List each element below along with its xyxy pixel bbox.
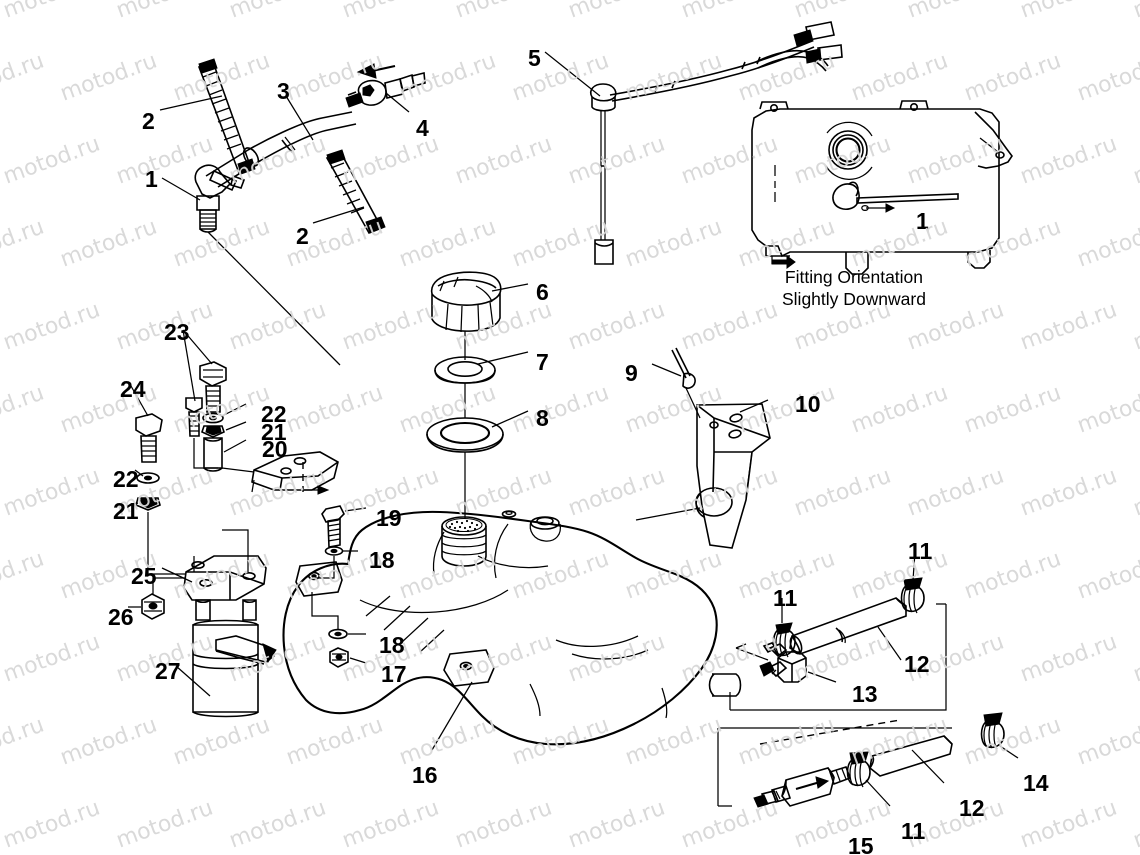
callout-fuel-pump-inline: 15 xyxy=(848,833,874,855)
part-tank-bracket-rear xyxy=(221,451,339,495)
callout-hose-clamp-lower: 11 xyxy=(901,818,926,844)
inset-note-line1: Fitting Orientation xyxy=(784,267,924,287)
callout-pump-mount-plate: 25 xyxy=(131,563,157,589)
callout-fuel-hose: 3 xyxy=(277,78,290,104)
callout-fuel-hose-right: 12 xyxy=(904,651,930,677)
part-pump-mount-plate xyxy=(161,529,267,621)
callout-fuel-level-sender: 5 xyxy=(528,45,541,71)
callout-fuel-valve-fitting: 4 xyxy=(416,115,429,141)
part-group-tank-fasteners xyxy=(311,505,367,668)
part-group-bolt-stack-center xyxy=(130,329,247,575)
callout-fuel-tank: 16 xyxy=(412,762,438,788)
callout-flat-washer-a: 22 xyxy=(261,401,287,427)
callout-fuel-hose-lower: 12 xyxy=(959,795,985,821)
part-screw-9 xyxy=(651,347,701,419)
callout-hose-clamp-left: 11 xyxy=(773,585,798,611)
callout-flat-washer-b: 22 xyxy=(113,466,139,492)
callout-lock-washer-b: 21 xyxy=(113,498,139,524)
callout-cap-gasket: 7 xyxy=(536,349,549,375)
callout-mounting-bracket: 10 xyxy=(795,391,821,417)
callout-fuel-pump: 27 xyxy=(155,658,181,684)
part-fuel-level-sender xyxy=(544,21,843,265)
callout-hose-clamp-strap-upper: 2 xyxy=(142,108,155,134)
inset-note-line2: Slightly Downward xyxy=(782,289,926,310)
tank-filler-neck xyxy=(441,516,487,567)
part-mounting-bracket xyxy=(635,399,771,549)
part-filler-neck-seal xyxy=(426,410,529,520)
inset-tank-top-view xyxy=(751,100,1013,275)
callout-hose-clamp-far-right: 14 xyxy=(1023,770,1049,796)
inset-callout-1: 1 xyxy=(916,208,929,234)
callout-screw-small: 9 xyxy=(625,360,638,386)
part-fuel-cap xyxy=(430,271,529,360)
callout-hose-clamp-strap-lower: 2 xyxy=(296,223,309,249)
callout-elbow-fitting: 1 xyxy=(145,166,158,192)
callout-washer-lower: 18 xyxy=(379,632,405,658)
callout-filler-neck-seal: 8 xyxy=(536,405,549,431)
callout-hose-clamp-upper-right: 11 xyxy=(908,538,933,564)
part-group-hose-fittings xyxy=(159,58,426,366)
callout-bolt-tank-mount: 19 xyxy=(376,505,402,531)
part-cap-gasket xyxy=(434,351,529,418)
callout-fuel-filter-valve: 13 xyxy=(852,681,878,707)
part-fuel-pump xyxy=(175,619,277,718)
part-group-hose-right xyxy=(729,551,947,711)
part-nut-26 xyxy=(128,577,186,620)
inset-note: Fitting Orientation Slightly Downward xyxy=(782,266,926,311)
callout-bolt-pair: 23 xyxy=(164,319,190,345)
callout-lock-nut: 17 xyxy=(381,661,407,687)
callout-washer-upper: 18 xyxy=(369,547,395,573)
part-fuel-tank xyxy=(282,510,742,751)
part-group-inline-pump xyxy=(717,712,1019,808)
callout-spacer-sleeve: 20 xyxy=(262,436,288,462)
callout-fuel-cap: 6 xyxy=(536,279,549,305)
callout-nut: 26 xyxy=(108,604,134,630)
callout-bolt-long: 24 xyxy=(120,376,146,402)
callout-lock-washer-a: 21 xyxy=(261,419,287,445)
